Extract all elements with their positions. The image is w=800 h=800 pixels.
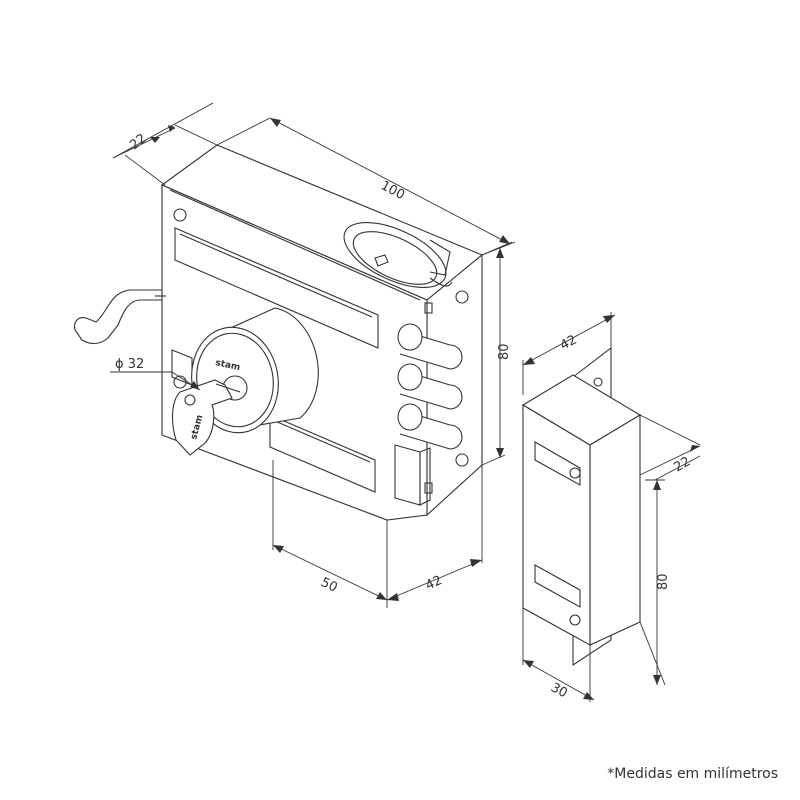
dim-lock-width-label: 100 bbox=[378, 178, 407, 203]
dim-strike-width-label: 42 bbox=[558, 333, 580, 354]
dim-cylinder-diameter: ϕ 32 bbox=[110, 357, 201, 391]
lock-key: stam bbox=[171, 379, 241, 456]
dim-strike-height-label: 80 bbox=[656, 573, 671, 590]
dim-front-offset-label: 50 bbox=[318, 575, 339, 596]
lock-bolts bbox=[394, 290, 469, 506]
dim-strike-base-label: 30 bbox=[548, 680, 570, 701]
dim-strike-height-80: 80 bbox=[639, 479, 671, 686]
units-footnote: *Medidas em milímetros bbox=[607, 766, 778, 782]
dim-lock-height-label: 80 bbox=[497, 343, 512, 360]
dim-lock-height-80: 80 bbox=[481, 241, 513, 466]
dim-strike-depth-22: 22 bbox=[639, 414, 701, 481]
dim-cylinder-diameter-label: ϕ 32 bbox=[115, 357, 144, 372]
cam-disk bbox=[343, 221, 453, 289]
dim-strike-width-42: 42 bbox=[522, 312, 616, 395]
dim-lock-depth-bottom-42: 42 bbox=[386, 465, 483, 601]
lock-body bbox=[160, 144, 484, 521]
dim-front-offset-50: 50 bbox=[272, 460, 388, 608]
dim-lock-depth-bottom-label: 42 bbox=[423, 573, 444, 594]
dim-strike-base-30: 30 bbox=[522, 608, 595, 702]
dim-strike-depth-label: 22 bbox=[672, 454, 694, 475]
lock-cylinder: stam bbox=[191, 307, 319, 434]
lock-handle bbox=[74, 289, 166, 345]
strike-plate bbox=[521, 346, 642, 667]
